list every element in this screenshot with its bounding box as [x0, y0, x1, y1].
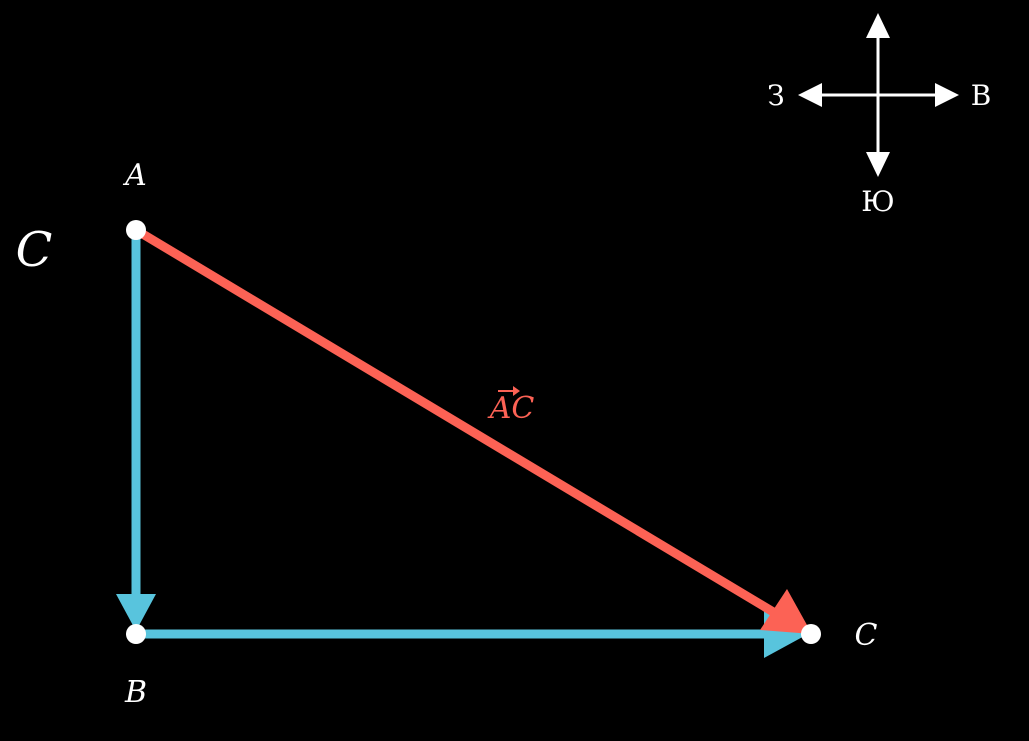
compass-south-label: Ю — [861, 185, 894, 218]
point-a-dot — [126, 220, 146, 240]
compass-north-arrow-icon — [866, 13, 890, 38]
compass-west-label: З — [767, 79, 784, 112]
compass-west-arrow-icon — [798, 83, 822, 107]
point-c-label: C — [855, 618, 878, 653]
point-b-label: B — [124, 675, 147, 710]
vector-ab-arrowhead — [116, 594, 156, 631]
compass-south-arrow-icon — [866, 152, 890, 177]
compass-east-arrow-icon — [935, 83, 959, 107]
vector-ac-shaft — [133, 226, 783, 620]
vector-ac — [133, 226, 812, 634]
vector-bc — [136, 610, 808, 658]
vector-ac-label-text: AC — [487, 391, 535, 426]
point-b-dot — [126, 624, 146, 644]
vector-ac-label-arrowhead — [513, 386, 520, 396]
point-c-dot — [801, 624, 821, 644]
corner-label: C — [16, 222, 53, 278]
compass-rose: В З Ю — [767, 13, 991, 218]
vector-ac-arrowhead — [760, 589, 812, 634]
vector-ab — [116, 230, 156, 631]
vector-ac-label: AC — [487, 386, 535, 426]
point-a-label: A — [122, 158, 147, 193]
compass-east-label: В — [971, 79, 992, 112]
